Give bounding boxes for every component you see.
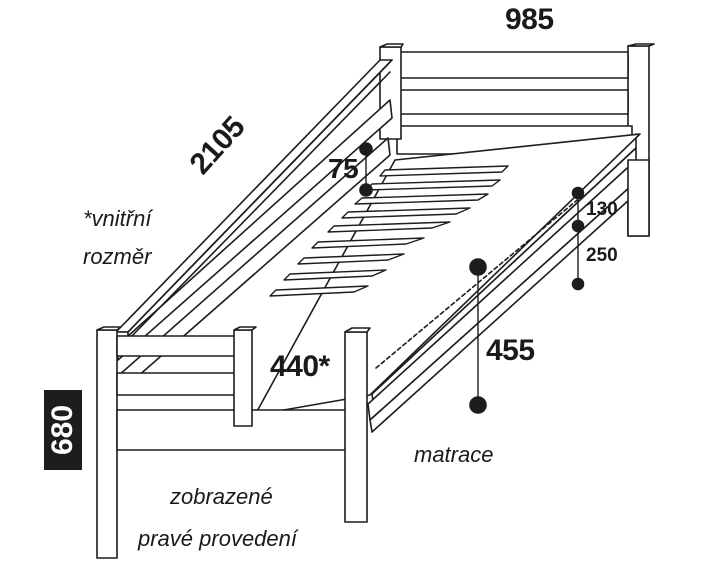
- side-dimension-130: 130: [586, 199, 618, 220]
- headboard-height-badge: 680: [44, 390, 82, 470]
- slat-base: [269, 165, 509, 297]
- height-dimension-455: 455: [486, 334, 535, 367]
- version-note-line2: pravé provedení: [138, 526, 297, 551]
- far-right-leg: [627, 159, 650, 237]
- inner-size-note-line2: rozměr: [83, 244, 152, 269]
- mattress-label: matrace: [414, 442, 494, 467]
- front-headboard: [96, 326, 371, 559]
- rail-dimension-75: 75: [328, 153, 359, 184]
- side-dimension-250: 250: [586, 245, 618, 266]
- dimension-markers: [359, 142, 585, 414]
- inner-size-note-line1: *vnitřní: [83, 206, 152, 231]
- version-note-line1: zobrazené: [170, 484, 273, 509]
- headboard-height-dimension: 680: [46, 404, 79, 456]
- width-dimension: 985: [505, 3, 554, 36]
- inner-width-dimension: 440*: [270, 350, 330, 383]
- back-side-rails: [115, 59, 393, 393]
